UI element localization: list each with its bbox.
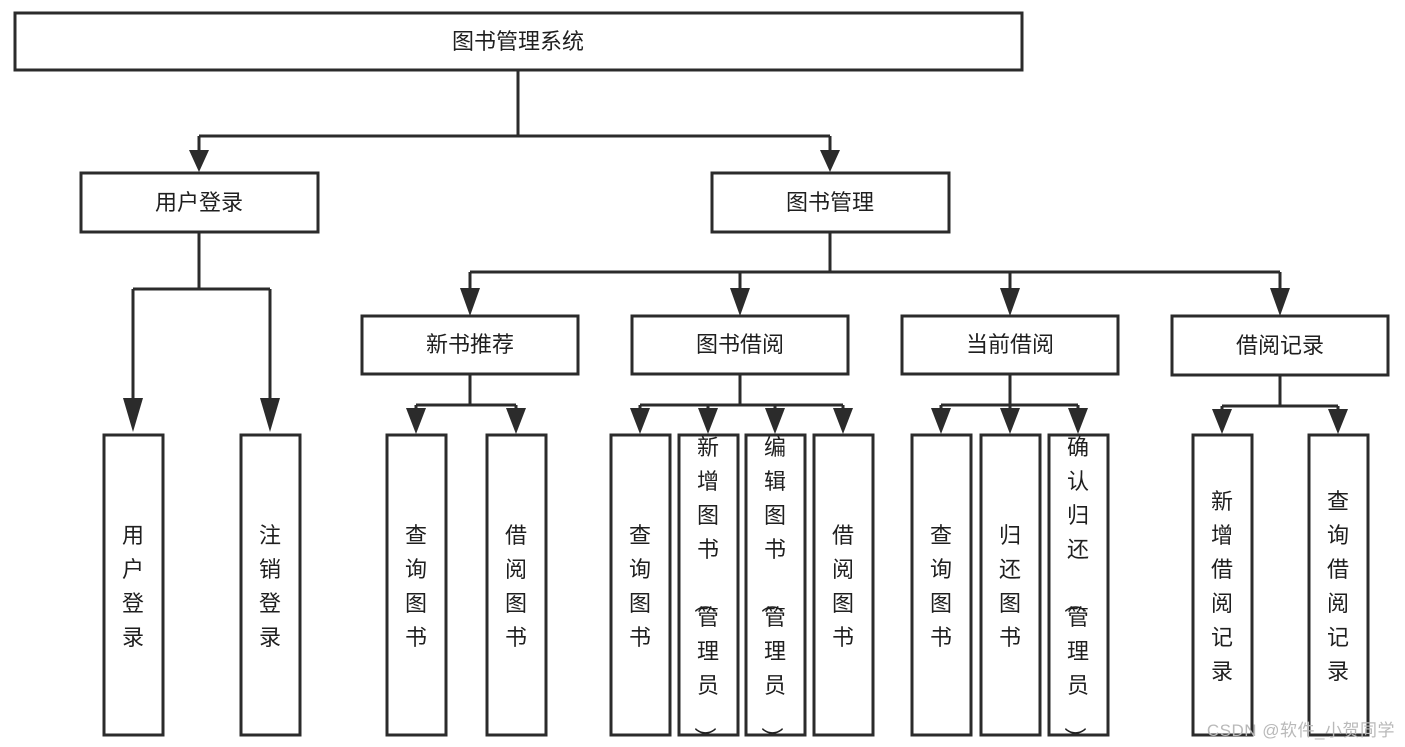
leaf-node[interactable]: 查询图书	[609, 433, 672, 737]
arrowhead-book-borrow	[730, 288, 750, 316]
connectors-currentborrow-to-leaves	[931, 374, 1088, 434]
leaf-bookborrow-add-box[interactable]	[677, 433, 740, 737]
leaf-newbook-query-box[interactable]	[385, 433, 448, 737]
leaf-logout-label: 注销登录	[259, 523, 281, 650]
leaf-currentborrow-confirm-label: 确认归还（管理员）	[1062, 435, 1089, 747]
node-book-borrow[interactable]: 图书借阅	[630, 314, 850, 376]
leaf-currentborrow-confirm-box[interactable]	[1047, 433, 1110, 737]
leaf-borrowrecord-add-label: 新增借阅记录	[1211, 489, 1233, 684]
node-current-borrow-box[interactable]	[900, 314, 1120, 376]
leaf-newbook-query-label: 查询图书	[405, 523, 427, 650]
node-book-borrow-label: 图书借阅	[696, 332, 784, 357]
leaf-currentborrow-return-box[interactable]	[979, 433, 1042, 737]
leaf-logout-box[interactable]	[239, 433, 302, 737]
arrowhead-borrow-record	[1270, 288, 1290, 316]
leaf-node[interactable]: 借阅图书	[485, 433, 548, 737]
arrowhead-borrowrecord-leaf-2	[1328, 409, 1348, 434]
arrowhead-book-manage	[820, 150, 840, 172]
connectors-newbook-to-leaves	[406, 374, 526, 434]
leaf-node[interactable]: 用户登录	[102, 433, 165, 737]
leaf-newbook-borrow-box[interactable]	[485, 433, 548, 737]
node-new-book-recommend-label: 新书推荐	[426, 332, 514, 357]
leaf-bookborrow-add-label: 新增图书（管理员）	[692, 435, 719, 747]
node-user-login-box[interactable]	[79, 171, 320, 234]
leaf-node[interactable]: 确认归还（管理员）	[1047, 433, 1110, 747]
node-book-manage-label: 图书管理	[786, 190, 874, 215]
node-current-borrow[interactable]: 当前借阅	[900, 314, 1120, 376]
leaf-borrowrecord-add-box[interactable]	[1191, 433, 1254, 737]
leaf-currentborrow-query-label: 查询图书	[930, 523, 952, 650]
node-user-login-label: 用户登录	[155, 190, 243, 215]
leaf-node[interactable]: 注销登录	[239, 433, 302, 737]
arrowhead-bookborrow-leaf-4	[833, 408, 853, 434]
arrowhead-currentborrow-leaf-3	[1068, 408, 1088, 434]
leaf-newbook-borrow-label: 借阅图书	[505, 523, 527, 650]
leaf-user-login-label: 用户登录	[122, 523, 144, 650]
leaf-bookborrow-borrow-label: 借阅图书	[832, 523, 854, 650]
leaf-bookborrow-query-label: 查询图书	[629, 523, 651, 650]
leaf-borrowrecord-query-box[interactable]	[1307, 433, 1370, 737]
leaf-currentborrow-query-box[interactable]	[910, 433, 973, 737]
leaf-node[interactable]: 查询图书	[910, 433, 973, 737]
node-borrow-record[interactable]: 借阅记录	[1170, 314, 1390, 377]
leaf-node[interactable]: 借阅图书	[812, 433, 875, 737]
node-borrow-record-box[interactable]	[1170, 314, 1390, 377]
arrowhead-bookborrow-leaf-3	[765, 408, 785, 434]
arrowhead-currentborrow-leaf-2	[1000, 408, 1020, 434]
node-book-manage[interactable]: 图书管理	[710, 171, 951, 234]
leaf-node[interactable]: 新增借阅记录	[1191, 433, 1254, 737]
arrowhead-leaf-logout	[260, 398, 280, 432]
leaf-user-login-box[interactable]	[102, 433, 165, 737]
node-root-box[interactable]	[13, 11, 1024, 72]
node-book-borrow-box[interactable]	[630, 314, 850, 376]
node-current-borrow-label: 当前借阅	[966, 332, 1054, 357]
arrowhead-newbook-leaf-2	[506, 408, 526, 434]
arrowhead-new-book	[460, 288, 480, 316]
connectors-borrowrecord-to-leaves	[1212, 375, 1348, 434]
connectors-bookmanage-to-level2	[460, 232, 1290, 316]
leaf-bookborrow-query-box[interactable]	[609, 433, 672, 737]
arrowhead-bookborrow-leaf-1	[630, 408, 650, 434]
leaf-currentborrow-return-label: 归还图书	[999, 523, 1021, 650]
node-root[interactable]: 图书管理系统	[13, 11, 1024, 72]
leaf-node[interactable]: 归还图书	[979, 433, 1042, 737]
leaf-bookborrow-borrow-box[interactable]	[812, 433, 875, 737]
leaf-bookborrow-edit-label: 编辑图书（管理员）	[759, 435, 786, 747]
connectors-bookborrow-to-leaves	[630, 374, 853, 434]
leaf-node[interactable]: 查询借阅记录	[1307, 433, 1370, 737]
leaf-node[interactable]: 新增图书（管理员）	[677, 433, 740, 747]
arrowhead-user-login	[189, 150, 209, 172]
node-book-manage-box[interactable]	[710, 171, 951, 234]
connectors-userlogin-to-leaves	[123, 232, 280, 432]
arrowhead-borrowrecord-leaf-1	[1212, 409, 1232, 434]
node-new-book-recommend-box[interactable]	[360, 314, 580, 376]
leaf-borrowrecord-query-label: 查询借阅记录	[1327, 489, 1349, 684]
arrowhead-bookborrow-leaf-2	[698, 408, 718, 434]
node-new-book-recommend[interactable]: 新书推荐	[360, 314, 580, 376]
connectors-root-to-level1	[189, 70, 840, 172]
node-borrow-record-label: 借阅记录	[1236, 333, 1324, 358]
leaf-bookborrow-edit-box[interactable]	[744, 433, 807, 737]
arrowhead-leaf-user-login	[123, 398, 143, 432]
arrowhead-current-borrow	[1000, 288, 1020, 316]
arrowhead-newbook-leaf-1	[406, 408, 426, 434]
leaf-node[interactable]: 查询图书	[385, 433, 448, 737]
node-root-label: 图书管理系统	[452, 29, 584, 54]
arrowhead-currentborrow-leaf-1	[931, 408, 951, 434]
leaf-node[interactable]: 编辑图书（管理员）	[744, 433, 807, 747]
node-user-login[interactable]: 用户登录	[79, 171, 320, 234]
